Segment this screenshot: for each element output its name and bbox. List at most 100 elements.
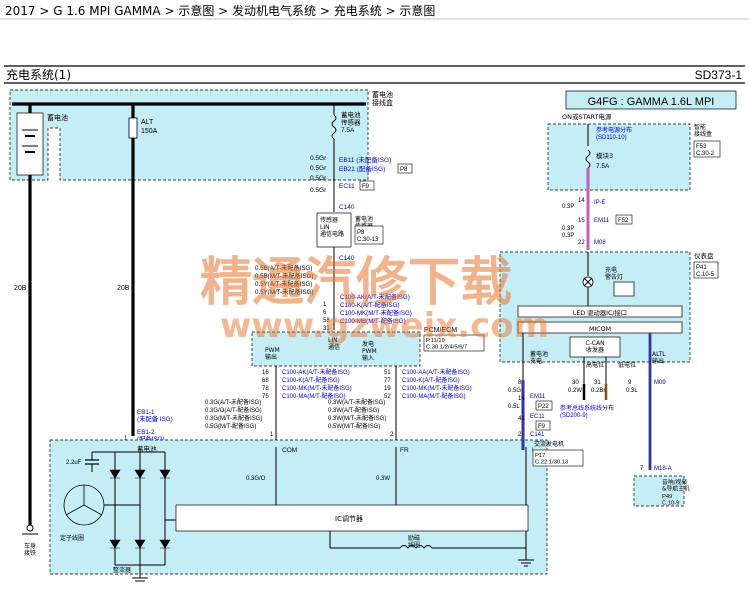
engine-badge: G4FG : GAMMA 1.6L MPI bbox=[588, 96, 715, 108]
svg-text:30: 30 bbox=[572, 380, 579, 386]
svg-text:C100-MA(M/T-配备ISG)[interactable]: C100-MA(M/T-配备ISG) bbox=[402, 392, 466, 400]
svg-text:0.3G/O: 0.3G/O bbox=[246, 476, 266, 482]
crumb-engine-electrical[interactable]: 发动机电气系统 bbox=[232, 4, 317, 18]
svg-text:C100-MK(M/T-未配备ISG)[interactable]: C100-MK(M/T-未配备ISG) bbox=[340, 309, 412, 317]
svg-text:0.5G(M/T-配备ISG): 0.5G(M/T-配备ISG) bbox=[205, 422, 256, 430]
module3-fuse-icon bbox=[585, 149, 591, 169]
capacitor-label: 2.2uF bbox=[66, 460, 82, 466]
connector-m18-a[interactable]: M18-A bbox=[654, 466, 672, 472]
svg-text:C100-K(A/T-配备ISG)[interactable]: C100-K(A/T-配备ISG) bbox=[282, 376, 340, 384]
svg-text:0.2Br: 0.2Br bbox=[591, 388, 605, 394]
svg-text:68: 68 bbox=[262, 378, 269, 384]
breadcrumb: 2017 > G 1.6 MPI GAMMA > 示意图 > 发动机电气系统 >… bbox=[5, 4, 436, 18]
alternator-label: 交流发电机 bbox=[534, 440, 564, 448]
ref-f9[interactable]: F9 bbox=[362, 184, 370, 190]
svg-text:C100-MB(M/T-配备ISG)[interactable]: C100-MB(M/T-配备ISG) bbox=[340, 317, 406, 325]
svg-text:C100-AA(A/T-未配备ISG)[interactable]: C100-AA(A/T-未配备ISG) bbox=[402, 368, 470, 376]
svg-text:0.3W: 0.3W bbox=[376, 476, 390, 482]
connector-c141[interactable]: C141 bbox=[530, 432, 545, 438]
connector-eb21[interactable]: EB21 (配备ISG) bbox=[339, 164, 385, 173]
connector-ec11[interactable]: EC11 bbox=[339, 183, 355, 190]
alt-fuse-amp: 150A bbox=[141, 128, 158, 135]
connector-eb11[interactable]: EB11 (未配备ISG) bbox=[339, 155, 391, 164]
wire-20b-left: 20B bbox=[14, 285, 27, 292]
connector-c140[interactable]: C140 bbox=[339, 204, 355, 211]
connector-em11-2[interactable]: EM11 bbox=[530, 394, 546, 400]
svg-text:0.5G: 0.5G bbox=[508, 388, 521, 394]
svg-text:6: 6 bbox=[323, 310, 327, 316]
svg-text:C100-MK(M/T-未配备ISG)[interactable]: C100-MK(M/T-未配备ISG) bbox=[402, 384, 472, 392]
svg-text:0.3P: 0.3P bbox=[562, 226, 574, 232]
svg-text:C100-AK(A/T-未配备ISG)[interactable]: C100-AK(A/T-未配备ISG) bbox=[340, 293, 410, 301]
svg-text:0.5B(M/T-未配备ISG): 0.5B(M/T-未配备ISG) bbox=[255, 272, 313, 280]
page-title: 充电系统(1) bbox=[6, 67, 71, 82]
svg-text:0.3W(M/T-未配备ISG): 0.3W(M/T-未配备ISG) bbox=[328, 414, 386, 422]
svg-text:C100-AK(A/T-未配备ISG)[interactable]: C100-AK(A/T-未配备ISG) bbox=[282, 368, 350, 376]
svg-text:C100-K(A/T-配备ISG)[interactable]: C100-K(A/T-配备ISG) bbox=[402, 376, 460, 384]
svg-text:C100-MK(M/T-未配备ISG)[interactable]: C100-MK(M/T-未配备ISG) bbox=[282, 384, 352, 392]
svg-text:31: 31 bbox=[323, 326, 330, 332]
svg-text:LED 驱动器IC/接口: LED 驱动器IC/接口 bbox=[573, 308, 627, 317]
svg-text:77: 77 bbox=[384, 378, 391, 384]
svg-text:31: 31 bbox=[594, 380, 601, 386]
svg-text:15: 15 bbox=[578, 218, 585, 224]
svg-text:0.5B(A/T-未配备ISG): 0.5B(A/T-未配备ISG) bbox=[255, 264, 312, 272]
svg-text:2: 2 bbox=[518, 432, 522, 438]
svg-text:C100-K(A/T-配备ISG)[interactable]: C100-K(A/T-配备ISG) bbox=[340, 301, 399, 309]
crumb-charging[interactable]: 充电系统 bbox=[333, 4, 382, 18]
connector-eb1-2[interactable]: EB1-2(配备ISG) bbox=[137, 429, 165, 443]
svg-text:0.5Y(A/T-未配备ISG): 0.5Y(A/T-未配备ISG) bbox=[255, 280, 312, 288]
ref-f52[interactable]: F52 bbox=[618, 218, 629, 224]
crumb-sep: > bbox=[35, 4, 54, 18]
svg-text:0.3W(A/T-未配备ISG): 0.3W(A/T-未配备ISG) bbox=[328, 398, 385, 406]
ref-fuse-dist[interactable]: 参考电源分布(SD110-10) bbox=[596, 126, 632, 141]
connector-ec11-2[interactable]: EC11 bbox=[530, 414, 545, 420]
svg-text:9: 9 bbox=[628, 380, 632, 386]
battery-box-label: 蓄电池接线盒 bbox=[372, 90, 393, 107]
svg-text:蓄电池: 蓄电池 bbox=[137, 444, 157, 453]
svg-text:0.3G(M/T-未配备ISG): 0.3G(M/T-未配备ISG) bbox=[205, 414, 262, 422]
svg-text:19: 19 bbox=[384, 386, 391, 392]
connector-eb1-1[interactable]: EB1-1(未配备 ISG) bbox=[137, 409, 173, 423]
connector-m09[interactable]: M09 bbox=[654, 380, 666, 386]
svg-text:0.5Gr: 0.5Gr bbox=[310, 155, 327, 162]
svg-text:1: 1 bbox=[323, 302, 327, 308]
svg-text:1: 1 bbox=[270, 432, 274, 438]
svg-text:C100-MA(M/T-配备ISG)[interactable]: C100-MA(M/T-配备ISG) bbox=[282, 392, 346, 400]
rectifier-icon bbox=[109, 451, 176, 566]
crumb-schematic[interactable]: 示意图 bbox=[178, 4, 215, 18]
ref-p22[interactable]: P22 bbox=[538, 404, 549, 410]
crumb-model[interactable]: G 1.6 MPI GAMMA bbox=[53, 4, 161, 18]
ref-p8[interactable]: P8 bbox=[400, 167, 408, 173]
stator-coil-icon bbox=[63, 484, 140, 526]
ref-f9-2[interactable]: F9 bbox=[538, 424, 546, 430]
pin-com: COM bbox=[282, 447, 297, 454]
connector-ip-e[interactable]: IP-E bbox=[594, 200, 606, 206]
connector-em11[interactable]: EM11 bbox=[594, 218, 610, 224]
crumb-diagram[interactable]: 示意图 bbox=[399, 4, 436, 18]
crumb-year[interactable]: 2017 bbox=[5, 4, 36, 18]
svg-text:0.5Gr: 0.5Gr bbox=[310, 165, 327, 172]
pcm-ecm bbox=[251, 331, 421, 367]
svg-text:14: 14 bbox=[578, 198, 585, 204]
alt-fuse-label: ALT bbox=[141, 119, 154, 126]
svg-text:0.3P: 0.3P bbox=[562, 204, 574, 210]
battery-sensor bbox=[316, 212, 352, 248]
c-can-transceiver bbox=[569, 336, 621, 358]
svg-text:0.3P: 0.3P bbox=[562, 233, 574, 239]
engine-badge-box bbox=[565, 90, 737, 110]
connector-m08[interactable]: M08 bbox=[594, 240, 606, 246]
audio-nav-unit bbox=[633, 475, 685, 507]
svg-text:0.5Y(M/T-未配备ISG): 0.5Y(M/T-未配备ISG) bbox=[255, 288, 313, 296]
svg-text:C140[interactable]: C140 bbox=[339, 255, 355, 262]
ref-can-bus[interactable]: 参考总线系统线分布(SD200-9) bbox=[560, 404, 614, 419]
